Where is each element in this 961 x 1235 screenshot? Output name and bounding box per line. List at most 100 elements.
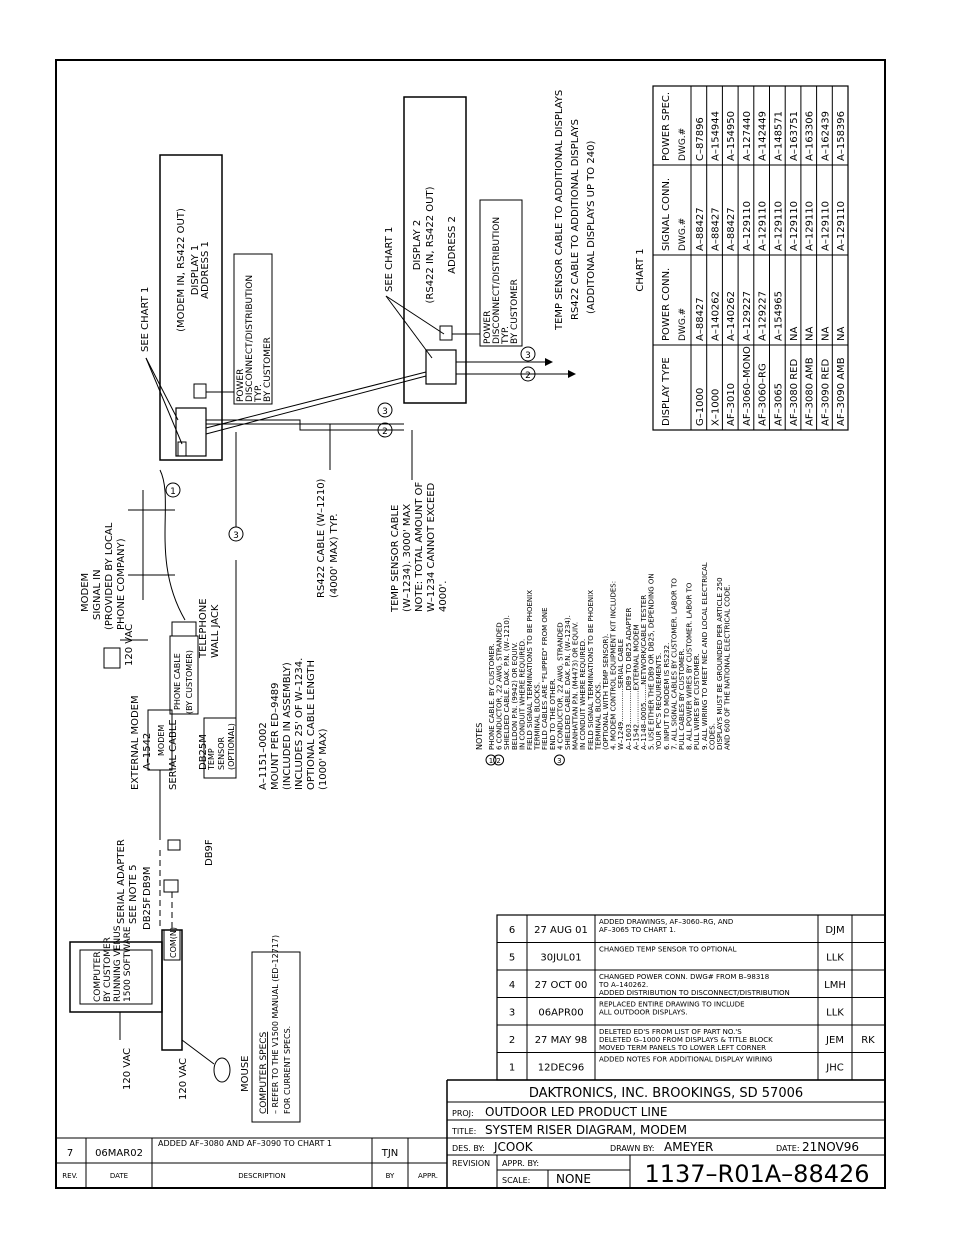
callout-3-text: 3 xyxy=(525,351,531,361)
computer-specs-line: – REFER TO THE V1500 MANUAL (ED–12717) xyxy=(271,935,280,1114)
appr-header: APPR. xyxy=(418,1172,438,1180)
chart-1-cell: AF–3090 AMB xyxy=(836,357,847,426)
chart-1-cell: A–148571 xyxy=(773,111,784,161)
chart-1-cell: A–140262 xyxy=(710,291,721,341)
revision-description: ADDED DISTRIBUTION TO DISCONNECT/DISTRIB… xyxy=(599,989,790,997)
chart-1-cell: A–154965 xyxy=(773,291,784,341)
chart-1-cell: AF–3060–RG xyxy=(758,363,769,426)
temp-sensor-line: TEMP xyxy=(207,748,216,771)
callout-3-text: 3 xyxy=(233,531,239,541)
computer: COM(N) COMPUTER BY CUSTOMER RUNNING VENU… xyxy=(69,925,251,1100)
rev-bottom-desc: ADDED AF–3080 AND AF–3090 TO CHART 1 xyxy=(158,1139,332,1148)
revision-by: JEM xyxy=(825,1035,844,1046)
note-callout-number: 2 xyxy=(496,757,500,765)
mouse-icon xyxy=(213,1057,231,1083)
note-callout xyxy=(485,754,497,766)
note-line: 9. ALL WIRING TO MEET NEC AND LOCAL ELEC… xyxy=(701,562,709,750)
date-header: DATE xyxy=(110,1172,128,1180)
drawing-date: 21NOV96 xyxy=(802,1140,859,1154)
note-callout xyxy=(553,754,565,766)
revision-by: LLK xyxy=(826,952,844,963)
arrow-head xyxy=(545,358,553,366)
note-line: BELDON P.N. (9942) OR EQUIV. xyxy=(511,642,519,750)
computer-label: COMPUTER xyxy=(93,951,103,1002)
display-2-pd-line: DISCONNECT/DISTRIBUTION xyxy=(492,217,502,344)
drawn-by: AMEYER xyxy=(664,1140,713,1154)
note-line: 4 CONDUCTOR, 22 AWG, STRANDED xyxy=(556,622,564,750)
tower-power: 120 VAC xyxy=(178,1058,189,1100)
callout-3 xyxy=(520,346,536,362)
temp-sensor-note: A–1151–0002 xyxy=(258,722,269,790)
revision-date: 06APR00 xyxy=(538,1007,583,1018)
chart-1-header: POWER SPEC. xyxy=(661,92,672,161)
chart-1-cell: A–162439 xyxy=(820,111,831,161)
db9m-label: DB9M xyxy=(142,866,153,896)
revision-number: 1 xyxy=(509,1062,515,1073)
chart-1-cell: A–129110 xyxy=(758,201,769,251)
chart-1-cell: A–163306 xyxy=(805,111,816,161)
modem-signal-line: (PROVIDED BY LOCAL xyxy=(104,522,115,630)
chart-1-cell: A–88427 xyxy=(726,207,737,251)
chart-1-subheader: DWG.# xyxy=(678,308,688,341)
note-line: PULL CABLES BY CUSTOMER. xyxy=(678,649,686,750)
chart-1-cell: A–127440 xyxy=(742,111,753,161)
chart-1-cell: A–88427 xyxy=(695,297,706,341)
temp-sensor-note: INCLUDES 25' OF W–1234. xyxy=(294,658,305,790)
designer: JCOOK xyxy=(493,1140,534,1154)
display-1-terminal xyxy=(193,383,207,399)
display-1-pd-line: DISCONNECT/DISTRIBUTION xyxy=(245,275,255,402)
chart-1-cell: A–163751 xyxy=(789,111,800,161)
revision-date: 27 AUG 01 xyxy=(534,925,588,936)
note-line: SHIELDED CABLE. DAK. P.N. (W–1210). xyxy=(503,615,511,750)
temp-sensor-note: MOUNT PER ED–9489 xyxy=(270,682,281,790)
note-line: FIELD SIGNAL TERMINATIONS TO BE PHOENIX xyxy=(526,590,534,750)
chart-1-cell: A–129110 xyxy=(820,201,831,251)
revision-label: REVISION xyxy=(452,1159,490,1168)
com-port-label: COM(N) xyxy=(169,927,178,958)
note-line: PULL WIRES BY CUSTOMER. xyxy=(693,653,701,750)
revision-description: AF–3065 TO CHART 1. xyxy=(599,926,676,934)
note-line: 7. ALL SIGNAL CABLES BY CUSTOMER. LABOR … xyxy=(670,578,678,750)
chart-1-cell: NA xyxy=(820,327,831,341)
rs422-cable xyxy=(205,371,427,429)
display-2-box xyxy=(403,96,467,404)
chart-1-cell: A–154950 xyxy=(726,111,737,161)
revision-description: DELETED G–1000 FROM DISPLAYS & TITLE BLO… xyxy=(599,1036,773,1044)
rev-bottom-rev: 7 xyxy=(67,1148,73,1159)
rs422-label-1: RS422 CABLE (W–1210) xyxy=(316,478,327,598)
chart-1-cell: NA xyxy=(789,327,800,341)
revision-number: 5 xyxy=(509,952,515,963)
note-line: SHIELDED CABLE. DAK. P.N. (W–1234). xyxy=(564,615,572,750)
serial-adapter-note: SEE NOTE 5 xyxy=(128,865,139,924)
display-1-subtitle: (MODEM IN, RS422 OUT) xyxy=(176,208,187,332)
modem-signal-line: SIGNAL IN xyxy=(92,569,103,620)
revision-by: DJM xyxy=(825,925,844,936)
note-line: FIELD CABLES ARE "FLIPPED" FROM ONE xyxy=(541,607,549,750)
company-name: DAKTRONICS, INC. BROOKINGS, SD 57006 xyxy=(529,1086,803,1101)
revision-date: 27 MAY 98 xyxy=(535,1035,588,1046)
notes: NOTES PHONE CABLE. BY CUSTOMER.6 CONDUCT… xyxy=(475,562,732,766)
chart-1-cell: AF–3010 xyxy=(726,383,737,426)
display-1-box xyxy=(159,154,223,461)
title-label: TITLE: xyxy=(451,1127,476,1136)
callout-2-text: 2 xyxy=(382,427,388,437)
phone-cable-label: PHONE CABLE xyxy=(173,653,182,710)
modem-power-label: 120 VAC xyxy=(124,624,135,666)
note-line: TERMINAL BLOCKS. xyxy=(534,682,542,751)
note-line: TERMINAL BLOCKS. xyxy=(594,682,602,751)
revision-description: TO A–140262. xyxy=(598,981,648,989)
computer-specs: COMPUTER SPECS – REFER TO THE V1500 MANU… xyxy=(251,935,301,1123)
leader xyxy=(385,295,433,359)
display-2-pd-line: TYP. xyxy=(501,326,511,345)
revision-date: 27 OCT 00 xyxy=(535,980,588,991)
computer-label: 1500 SOFTWARE xyxy=(123,926,133,1002)
tsc-line: TEMP SENSOR CABLE xyxy=(390,505,401,613)
note-line: AND 600 OF THE NATIONAL ELECTRICAL CODE. xyxy=(724,584,732,750)
display-1: DISPLAY 1 (MODEM IN, RS422 OUT) ADDRESS … xyxy=(140,154,273,461)
telephone-wall-jack xyxy=(171,621,197,637)
description-header: DESCRIPTION xyxy=(238,1172,285,1180)
revision-description: CHANGED TEMP SENSOR TO OPTIONAL xyxy=(599,946,737,954)
chart-1-cell: A–129227 xyxy=(758,291,769,341)
